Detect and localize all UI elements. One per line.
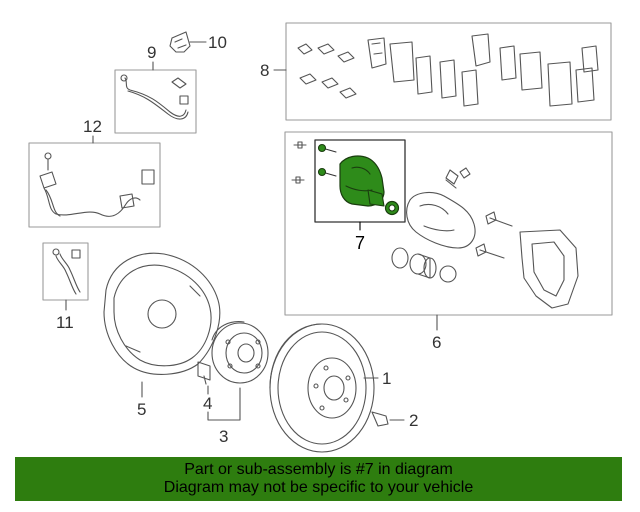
part-5-backing-plate[interactable]	[103, 252, 221, 375]
callout-9[interactable]: 9	[147, 43, 156, 62]
callout-1[interactable]: 1	[382, 369, 391, 388]
part-3-hub-assembly[interactable]	[211, 321, 269, 384]
callout-3[interactable]: 3	[219, 427, 228, 446]
part-10-bracket[interactable]	[169, 31, 191, 53]
part-9-hose-box[interactable]	[114, 69, 197, 134]
leader-line-3	[207, 387, 241, 421]
callout-5[interactable]: 5	[137, 400, 146, 419]
callout-6[interactable]: 6	[432, 333, 441, 352]
callout-12[interactable]: 12	[83, 117, 102, 136]
callout-4[interactable]: 4	[203, 394, 212, 413]
part-4-hub-bolt[interactable]	[197, 361, 211, 385]
part-12-sensor-box[interactable]	[28, 142, 161, 228]
part-7-actuator-box[interactable]	[314, 139, 406, 223]
callout-7[interactable]: 7	[355, 233, 365, 253]
part-6-caliper-box[interactable]	[284, 131, 613, 316]
callout-11[interactable]: 11	[56, 313, 74, 332]
banner-line-2: Diagram may not be specific to your vehi…	[163, 479, 474, 496]
part-8-pad-box[interactable]	[285, 22, 612, 121]
part-11-hose-box[interactable]	[42, 242, 89, 301]
info-banner: Part or sub-assembly is #7 in diagram Di…	[15, 457, 622, 501]
banner-line-1: Part or sub-assembly is #7 in diagram	[184, 461, 453, 478]
part-2-screw[interactable]	[371, 411, 389, 427]
callout-8[interactable]: 8	[260, 61, 269, 80]
part-1-rotor[interactable]	[269, 323, 375, 453]
callout-10[interactable]: 10	[208, 33, 227, 52]
callout-2[interactable]: 2	[409, 411, 418, 430]
